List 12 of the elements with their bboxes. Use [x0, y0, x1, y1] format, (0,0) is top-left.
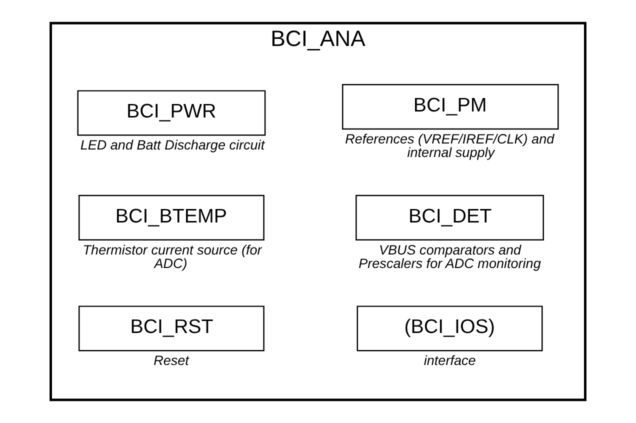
node-box: BCI_PWR — [77, 90, 266, 136]
node-label: VBUS comparators and Prescalers for ADC monitoring — [358, 242, 541, 271]
node-label: Reset — [154, 353, 189, 368]
node-box: (BCI_IOS) — [356, 306, 543, 352]
node-label: LED and Batt Discharge circuit — [80, 138, 265, 153]
node-label: Thermistor current source (for ADC) — [82, 242, 262, 271]
node-box: BCI_DET — [356, 194, 544, 240]
node-box: BCI_BTEMP — [78, 194, 264, 240]
node-label: References (VREF/IREF/CLK) and internal supply — [345, 132, 554, 160]
node-label: interface — [424, 353, 476, 368]
node-box: BCI_RST — [78, 306, 264, 352]
node-box: BCI_PM — [342, 84, 559, 130]
